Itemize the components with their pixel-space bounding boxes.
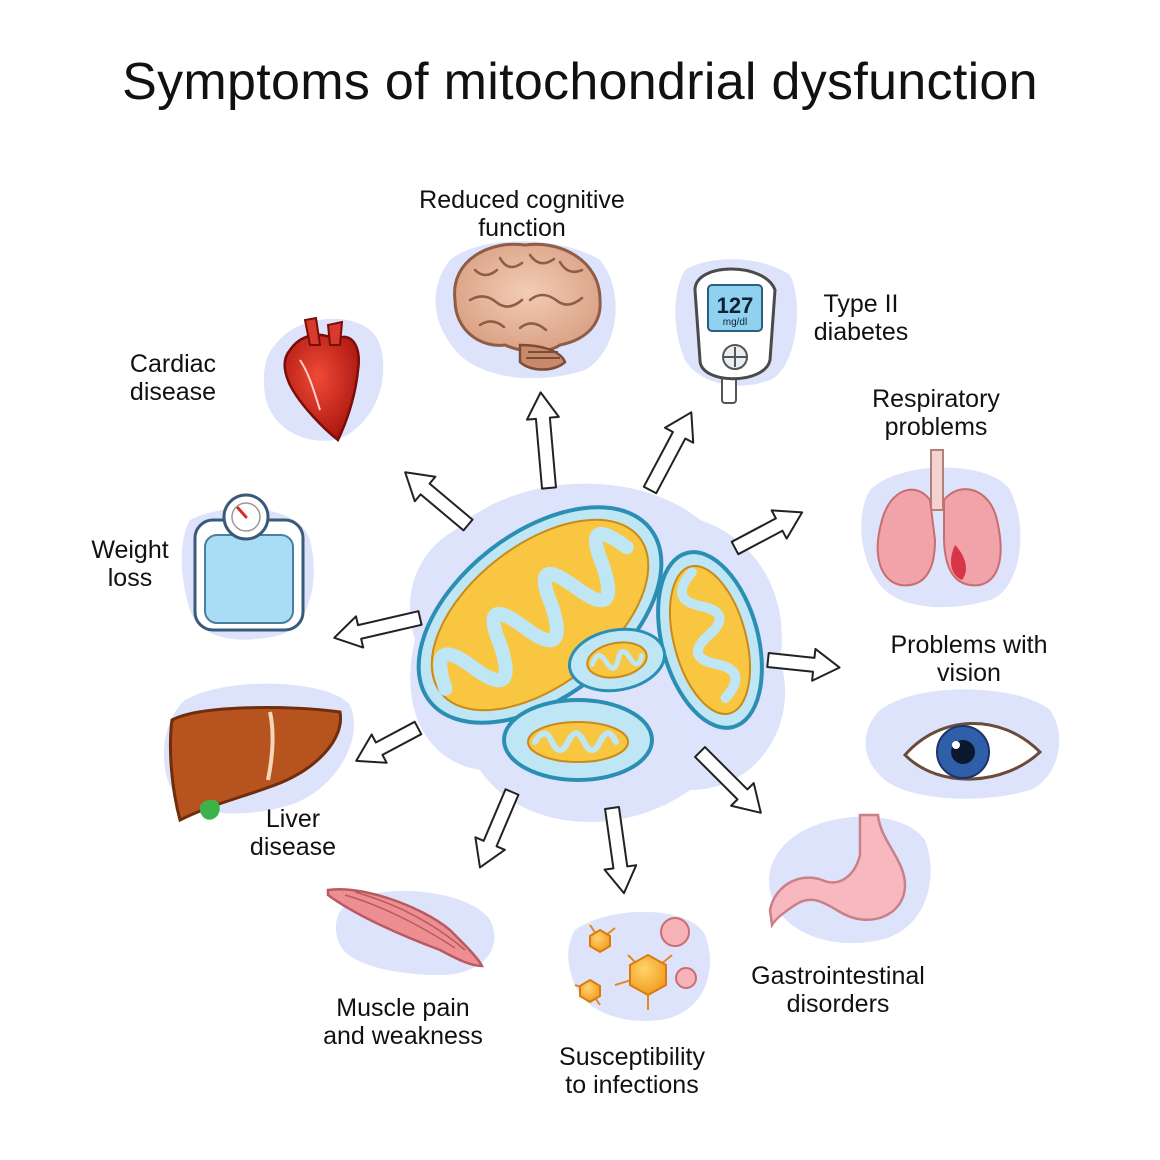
label-diabetes-line1: Type II — [823, 290, 899, 318]
label-diabetes: Type II diabetes — [814, 290, 909, 346]
arrow-gastro — [694, 746, 762, 814]
liver-icon — [163, 683, 354, 823]
label-muscle-line1: Muscle pain — [336, 994, 470, 1022]
label-cognitive-line1: Reduced cognitive — [419, 186, 625, 214]
label-liver: Liver disease — [250, 805, 336, 861]
label-muscle-line2: and weakness — [323, 1022, 483, 1050]
mitochondrion-bottom — [502, 698, 654, 782]
label-weight-line2: loss — [107, 564, 153, 592]
label-infections: Susceptibility to infections — [559, 1043, 705, 1099]
arrow-cardiac — [404, 471, 474, 532]
scale-icon — [181, 493, 314, 640]
arrow-respiratory — [730, 509, 804, 556]
mitochondria-cluster — [409, 483, 786, 823]
mitochondrion-right — [656, 550, 764, 730]
label-weight: Weight loss — [91, 536, 168, 592]
label-vision-line1: Problems with — [890, 631, 1048, 659]
label-liver-line2: disease — [249, 833, 337, 861]
label-liver-line1: Liver — [265, 805, 321, 833]
label-cognitive-line2: function — [478, 214, 566, 242]
label-gastro-line1: Gastrointestinal — [751, 962, 925, 990]
muscle-icon — [326, 888, 495, 975]
glucometer-icon: 127 mg/dl — [675, 259, 798, 404]
label-diabetes-line2: diabetes — [813, 318, 909, 346]
label-cardiac-line2: disease — [129, 378, 217, 406]
glucometer-value: 127 — [717, 293, 754, 318]
arrow-vision — [766, 647, 841, 682]
label-vision: Problems with vision — [891, 631, 1048, 687]
label-vision-line2: vision — [937, 659, 1001, 687]
label-respiratory-line2: problems — [884, 413, 988, 441]
label-respiratory: Respiratory problems — [872, 385, 1000, 441]
label-infections-line1: Susceptibility — [559, 1043, 705, 1071]
label-muscle: Muscle pain and weakness — [323, 994, 483, 1050]
label-weight-line1: Weight — [91, 536, 169, 564]
label-cognitive: Reduced cognitive function — [419, 186, 625, 242]
label-gastro: Gastrointestinal disorders — [751, 962, 925, 1018]
arrow-weight — [333, 610, 423, 649]
eye-icon — [865, 689, 1060, 799]
label-gastro-line2: disorders — [786, 990, 890, 1018]
stomach-icon — [768, 813, 931, 944]
arrow-diabetes — [642, 411, 695, 495]
heart-icon — [263, 316, 384, 442]
arrow-infections — [603, 806, 638, 895]
arrow-liver — [355, 720, 423, 764]
lungs-icon — [861, 449, 1021, 608]
label-cardiac: Cardiac disease — [130, 350, 216, 406]
glucometer-unit: mg/dl — [723, 317, 747, 328]
page-title: Symptoms of mitochondrial dysfunction — [122, 53, 1038, 111]
label-cardiac-line1: Cardiac — [129, 350, 217, 378]
mitochondrion-small — [567, 627, 667, 693]
virus-icon — [568, 911, 710, 1021]
arrow-muscle — [474, 788, 520, 869]
arrow-cognitive — [525, 391, 560, 490]
arrows — [333, 391, 841, 895]
brain-icon — [435, 241, 616, 379]
label-respiratory-line1: Respiratory — [872, 385, 1000, 413]
label-infections-line2: to infections — [565, 1071, 699, 1099]
